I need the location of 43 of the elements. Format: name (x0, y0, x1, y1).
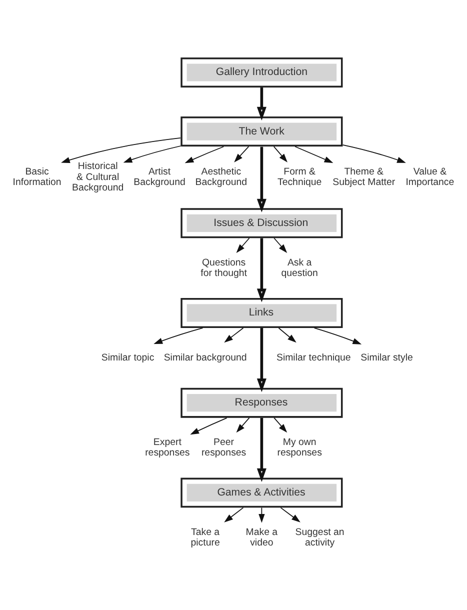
arrow (154, 327, 204, 344)
node-text: Historical & Cultural Background (72, 160, 124, 193)
node-text: Ask a question (281, 256, 318, 278)
node-text: Take a picture (190, 526, 220, 548)
arrow (256, 238, 266, 302)
arrow (280, 506, 300, 522)
arrow (234, 146, 250, 162)
node-text: Artist Background (134, 166, 186, 188)
node-text: Basic Information (12, 166, 62, 188)
arrow (273, 146, 288, 162)
arrow (342, 144, 406, 162)
arrow (123, 145, 181, 162)
arrow (224, 327, 244, 342)
arrow (278, 327, 296, 342)
node-text: Theme & Subject Matter (332, 166, 396, 188)
arrow (184, 146, 224, 163)
arrow (256, 146, 266, 212)
node-text: My own responses (277, 436, 322, 458)
arrow (236, 237, 250, 252)
node-text: Peer responses (201, 436, 246, 458)
node-text: Suggest an activity (295, 526, 344, 548)
node-text: Expert responses (145, 436, 190, 458)
node-text: Similar topic (101, 352, 154, 363)
node-text: Value & Importance (406, 166, 454, 188)
arrow (224, 506, 244, 522)
arrow (190, 417, 228, 434)
arrow (256, 417, 266, 482)
arrow (294, 146, 334, 162)
arrow (256, 328, 266, 392)
node-text: Similar style (360, 352, 413, 363)
arrow (236, 416, 250, 432)
node-text: Similar technique (276, 352, 351, 363)
arrow (256, 87, 266, 120)
node-text: Make a video (246, 526, 278, 548)
arrow (314, 327, 362, 344)
arrow (61, 136, 181, 162)
arrow (258, 506, 265, 522)
arrow (274, 416, 288, 432)
node-text: Similar background (164, 352, 247, 363)
node-text: Form & Technique (277, 166, 322, 188)
arrow (274, 237, 288, 252)
node-text: Questions for thought (200, 256, 247, 278)
node-text: Aesthetic Background (195, 166, 248, 188)
